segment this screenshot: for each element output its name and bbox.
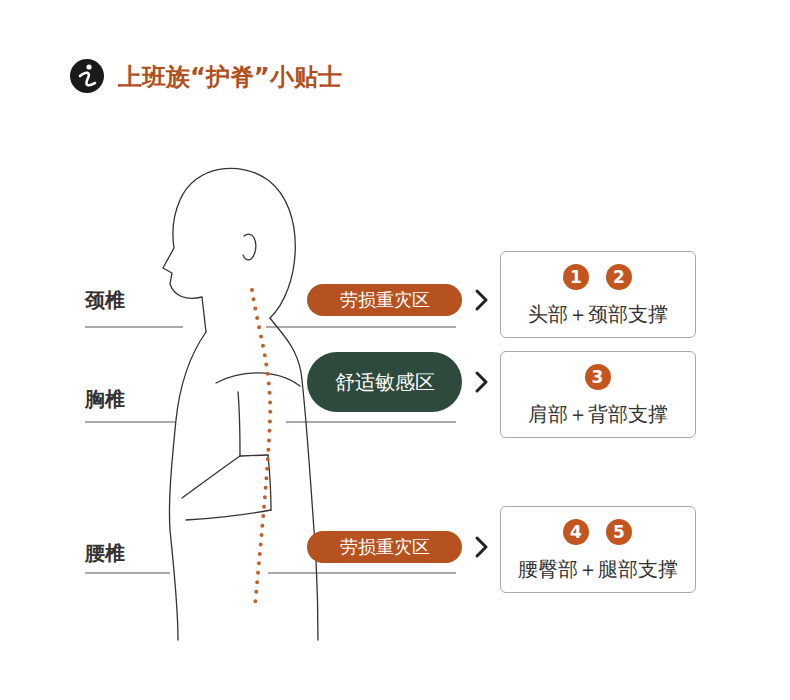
callout-number-text: 3 — [592, 365, 604, 389]
info-icon-dot — [86, 64, 91, 69]
callout-number: 1 — [563, 264, 589, 290]
spine-label: 颈椎 — [85, 287, 125, 314]
spine-dots — [252, 290, 270, 605]
zone-pill: 劳损重灾区 — [307, 284, 462, 316]
callout-number: 5 — [606, 519, 632, 545]
node-text: 肩部＋背部支撑 — [501, 402, 695, 426]
chevron-connector — [477, 373, 486, 391]
node-text: 舒适敏感区 — [335, 370, 435, 394]
callout-number: 4 — [563, 519, 589, 545]
node-text: 劳损重灾区 — [340, 288, 430, 312]
node-text: 腰臀部＋腿部支撑 — [501, 557, 695, 581]
title: 上班族“护脊”小贴士 — [118, 61, 342, 93]
zone-pill: 舒适敏感区 — [307, 352, 462, 412]
spine-label: 胸椎 — [85, 386, 125, 413]
callout-number-text: 5 — [613, 520, 625, 544]
info-icon-stroke — [80, 73, 95, 85]
callout-number-text: 2 — [613, 265, 625, 289]
spine-label: 腰椎 — [85, 540, 125, 567]
support-box: 腰臀部＋腿部支撑 4 5 — [500, 506, 696, 593]
chevron-connector — [477, 538, 486, 556]
support-box: 肩部＋背部支撑 3 — [500, 351, 696, 438]
callout-number-text: 1 — [570, 265, 582, 289]
callout-number: 2 — [606, 264, 632, 290]
callout-number: 3 — [585, 364, 611, 390]
info-icon — [70, 59, 104, 93]
chevron-connector — [477, 291, 486, 309]
node-text: 劳损重灾区 — [340, 535, 430, 559]
body-outline — [163, 168, 318, 640]
zone-pill: 劳损重灾区 — [307, 531, 462, 563]
node-text: 头部＋颈部支撑 — [501, 302, 695, 326]
callout-number-text: 4 — [570, 520, 582, 544]
support-box: 头部＋颈部支撑 1 2 — [500, 251, 696, 338]
